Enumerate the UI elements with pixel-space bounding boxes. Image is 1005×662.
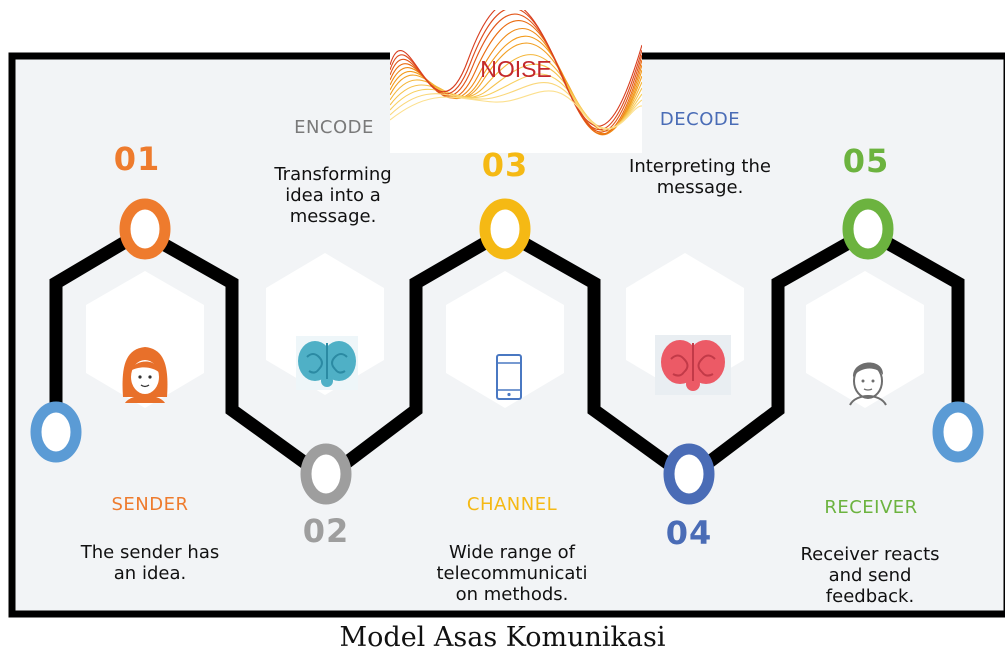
stage-name-receiver: RECEIVER (824, 497, 918, 518)
step-number-05: 05 (842, 142, 890, 180)
hexagon-channel (446, 271, 564, 408)
description-encode: Transforming idea into a message. (274, 164, 392, 227)
man-avatar-icon (849, 362, 887, 406)
ring-03 (479, 198, 531, 260)
woman-avatar-icon (122, 347, 168, 403)
noise-image: NOISE (390, 10, 642, 153)
stage-name-decode: DECODE (659, 109, 741, 130)
description-decode: Interpreting the message. (629, 156, 771, 198)
description-channel: Wide range of telecommunicati on methods… (436, 542, 588, 605)
ring-01 (119, 198, 171, 260)
stage-name-channel: CHANNEL (466, 494, 558, 515)
stage-name-encode: ENCODE (294, 117, 374, 138)
blue-brain-icon (296, 336, 358, 390)
red-brain-icon (655, 335, 731, 395)
step-number-02: 02 (302, 512, 350, 550)
step-number-03: 03 (481, 146, 529, 184)
step-number-04: 04 (665, 514, 713, 552)
ring-05 (842, 198, 894, 260)
mobile-phone-icon (496, 354, 522, 400)
step-number-01: 01 (113, 140, 161, 178)
figure-caption: Model Asas Komunikasi (339, 622, 666, 653)
hexagon-sender (86, 271, 204, 408)
start-ring (30, 401, 82, 463)
description-sender: The sender has an idea. (80, 542, 220, 584)
ring-04 (663, 443, 715, 505)
end-ring (932, 401, 984, 463)
description-receiver: Receiver reacts and send feedback. (800, 544, 940, 607)
ring-02 (300, 443, 352, 505)
noise-label: NOISE (480, 56, 552, 82)
stage-name-sender: SENDER (111, 494, 189, 515)
hexagon-receiver (806, 271, 924, 408)
